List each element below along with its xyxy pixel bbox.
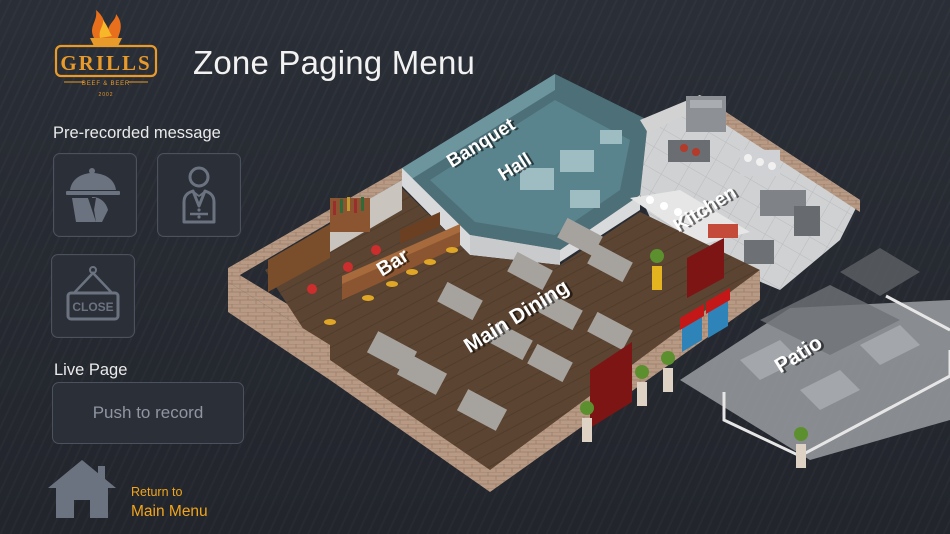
zone-banquet-hall[interactable] — [402, 74, 648, 265]
prerecorded-waiter-button[interactable] — [157, 153, 241, 237]
logo-brand: GRILLS — [60, 51, 151, 75]
prerecorded-closing-button[interactable]: CLOSE — [51, 254, 135, 338]
return-to-main-menu-link[interactable]: Return to Main Menu — [131, 485, 208, 520]
push-to-record-button[interactable]: Push to record — [52, 382, 244, 444]
home-icon[interactable] — [46, 458, 118, 520]
logo-year: 2002 — [98, 92, 113, 98]
flame-icon — [92, 10, 121, 38]
return-line-2: Main Menu — [131, 502, 208, 520]
plant-decoration — [580, 249, 808, 468]
close-sign-text: CLOSE — [72, 300, 113, 314]
prerecorded-label: Pre-recorded message — [53, 124, 221, 142]
logo-tagline: BEEF & BEER — [82, 81, 130, 87]
page-title: Zone Paging Menu — [193, 44, 476, 81]
live-page-label: Live Page — [54, 361, 128, 379]
waiter-icon — [182, 166, 216, 224]
server-cloche-icon — [66, 168, 120, 222]
prerecorded-food-ready-button[interactable] — [53, 153, 137, 237]
closed-sign-icon: CLOSE — [66, 266, 120, 321]
return-line-1: Return to — [131, 485, 183, 499]
zone-bar[interactable] — [268, 180, 460, 325]
grills-logo: GRILLS BEEF & BEER 2002 — [54, 10, 158, 98]
restaurant-floor-plan: Banquet Banquet Hall Hall Bar Bar Kitche… — [228, 74, 950, 492]
